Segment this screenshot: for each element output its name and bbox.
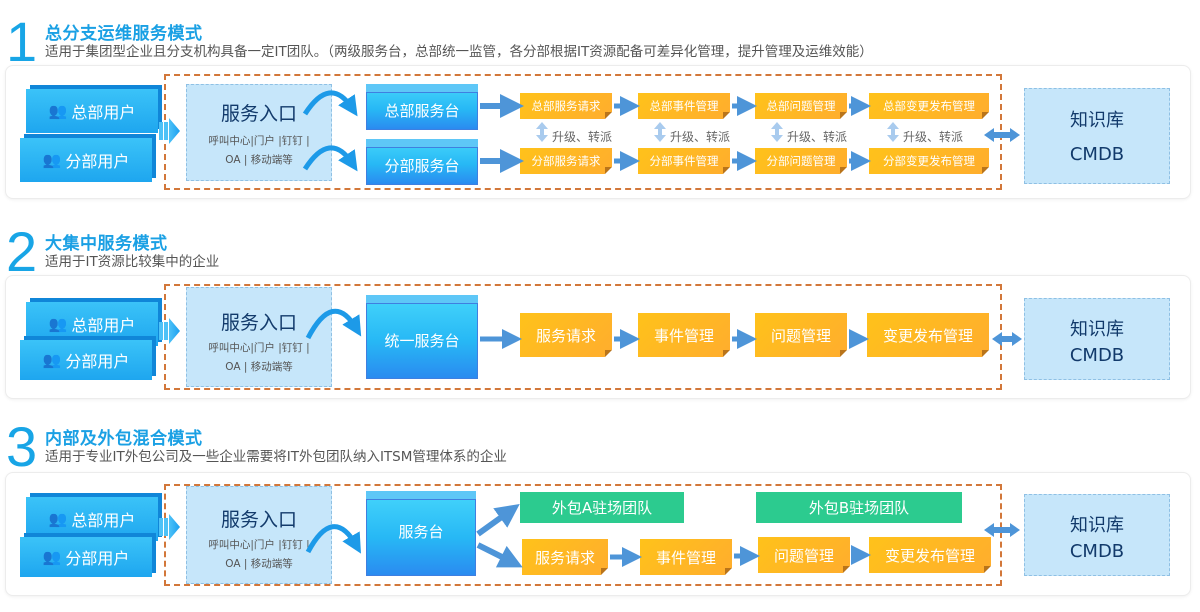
users-icon: 👥 xyxy=(42,351,62,369)
users-icon: 👥 xyxy=(48,510,68,528)
flow-step: 变更发布管理 xyxy=(869,537,991,573)
service-desk-branch: 分部服务台 xyxy=(366,139,478,185)
flow-step: 服务请求 xyxy=(520,313,612,357)
branch-flow-step: 分部事件管理 xyxy=(638,148,730,174)
kb-cmdb: CMDB xyxy=(1069,541,1125,562)
service-desk-hq: 总部服务台 xyxy=(366,84,478,130)
escalation-label: 升级、转派 xyxy=(552,130,613,144)
entry-channels-line2: OA | 移动端等 xyxy=(225,558,293,570)
branch-flow-step: 分部问题管理 xyxy=(755,148,847,174)
service-entry: 服务入口 呼叫中心|门户 |钉钉 | OA | 移动端等 xyxy=(186,84,332,181)
hq-flow-step: 总部问题管理 xyxy=(755,93,847,119)
user-block-hq: 👥 总部用户 xyxy=(26,497,158,541)
section-title: 总分支运维服务模式 xyxy=(45,24,203,44)
hq-flow-step: 总部服务请求 xyxy=(520,93,612,119)
user-block-hq: 👥 总部用户 xyxy=(26,89,158,133)
knowledge-base: 知识库 CMDB xyxy=(1024,88,1170,184)
outsource-team-a: 外包A驻场团队 xyxy=(520,492,684,523)
hq-flow-step: 总部事件管理 xyxy=(638,93,730,119)
escalation-label: 升级、转派 xyxy=(903,130,964,144)
kb-title: 知识库 xyxy=(1070,110,1124,131)
user-label: 分部用户 xyxy=(65,352,130,371)
knowledge-base: 知识库 CMDB xyxy=(1024,298,1170,380)
kb-title: 知识库 xyxy=(1070,515,1124,536)
flow-step: 问题管理 xyxy=(758,537,850,573)
entry-title: 服务入口 xyxy=(220,103,297,125)
escalation-label: 升级、转派 xyxy=(787,130,848,144)
section-number: 1 xyxy=(6,10,38,73)
user-block-branch: 👥 分部用户 xyxy=(20,138,152,182)
branch-flow-step: 分部变更发布管理 xyxy=(869,148,989,174)
entry-channels-line1: 呼叫中心|门户 |钉钉 | xyxy=(208,539,310,551)
kb-title: 知识库 xyxy=(1070,319,1124,340)
section-title: 内部及外包混合模式 xyxy=(45,429,203,449)
entry-title: 服务入口 xyxy=(220,312,297,334)
users-icon: 👥 xyxy=(42,548,62,566)
entry-channels-line1: 呼叫中心|门户 |钉钉 | xyxy=(208,342,310,354)
user-label: 分部用户 xyxy=(65,152,130,171)
service-entry: 服务入口 呼叫中心|门户 |钉钉 | OA | 移动端等 xyxy=(186,486,332,584)
section-number: 3 xyxy=(6,415,38,478)
escalation-label: 升级、转派 xyxy=(670,130,731,144)
user-label: 总部用户 xyxy=(71,103,136,122)
section-subtitle: 适用于集团型企业且分支机构具备一定IT团队。（两级服务台，总部统一监管，各分部根… xyxy=(45,44,873,60)
section-number: 2 xyxy=(6,220,38,283)
knowledge-base: 知识库 CMDB xyxy=(1024,494,1170,576)
users-icon: 👥 xyxy=(42,151,62,169)
flow-step: 事件管理 xyxy=(638,313,730,357)
flow-step: 服务请求 xyxy=(522,539,608,575)
entry-channels-line1: 呼叫中心|门户 |钉钉 | xyxy=(208,135,310,147)
entry-channels-line2: OA | 移动端等 xyxy=(225,154,293,166)
kb-cmdb: CMDB xyxy=(1069,345,1125,366)
user-label: 总部用户 xyxy=(71,316,136,335)
service-desk: 服务台 xyxy=(366,491,476,576)
hq-flow-step: 总部变更发布管理 xyxy=(869,93,989,119)
entry-channels-line2: OA | 移动端等 xyxy=(225,361,293,373)
section-subtitle: 适用于专业IT外包公司及一些企业需要将IT外包团队纳入ITSM管理体系的企业 xyxy=(45,449,507,465)
section-subtitle: 适用于IT资源比较集中的企业 xyxy=(45,254,220,270)
user-label: 分部用户 xyxy=(65,549,130,568)
branch-flow-step: 分部服务请求 xyxy=(520,148,612,174)
users-icon: 👥 xyxy=(48,102,68,120)
kb-cmdb: CMDB xyxy=(1069,144,1125,165)
outsource-team-b: 外包B驻场团队 xyxy=(756,492,962,523)
user-label: 总部用户 xyxy=(71,511,136,530)
flow-step: 事件管理 xyxy=(640,539,732,575)
section-title: 大集中服务模式 xyxy=(45,234,168,254)
user-block-branch: 👥 分部用户 xyxy=(20,537,152,577)
users-icon: 👥 xyxy=(48,315,68,333)
unified-service-desk: 统一服务台 xyxy=(366,295,478,379)
flow-step: 变更发布管理 xyxy=(867,313,989,357)
user-block-hq: 👥 总部用户 xyxy=(26,302,158,346)
user-block-branch: 👥 分部用户 xyxy=(20,340,152,380)
service-entry: 服务入口 呼叫中心|门户 |钉钉 | OA | 移动端等 xyxy=(186,287,332,387)
entry-title: 服务入口 xyxy=(220,509,297,531)
flow-step: 问题管理 xyxy=(755,313,847,357)
